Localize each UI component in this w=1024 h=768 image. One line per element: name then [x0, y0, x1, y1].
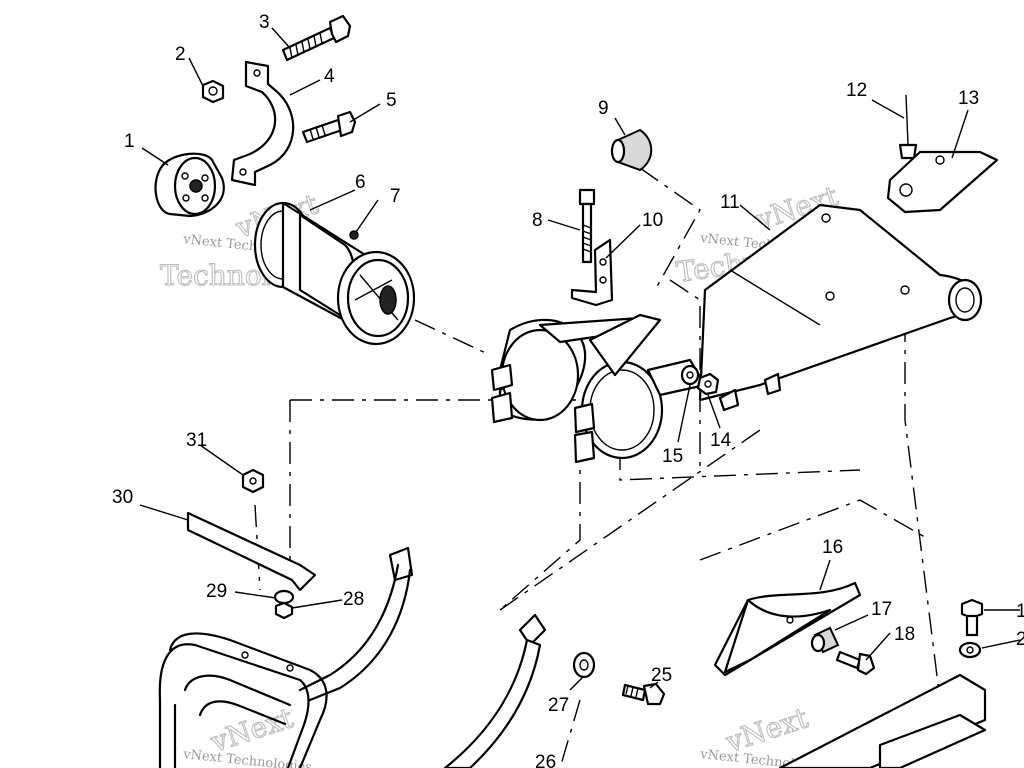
part-27-washer [572, 651, 596, 679]
callout-30: 30 [112, 487, 133, 508]
part-31-nut [241, 468, 265, 494]
part-7-grease-fitting [349, 230, 359, 240]
part-29-washer [273, 589, 295, 605]
clamp-ring-right [573, 313, 707, 464]
callout-16: 16 [822, 537, 843, 558]
part-13-plate [886, 150, 999, 214]
part-right-bolt [960, 598, 984, 637]
callout-4: 4 [324, 66, 335, 87]
part-15-washer [680, 364, 700, 386]
callout-13: 13 [958, 88, 979, 109]
callout-10: 10 [642, 210, 663, 231]
callout-1-right-edge: 1 [1016, 601, 1024, 622]
callout-29: 29 [206, 581, 227, 602]
callout-7: 7 [390, 186, 401, 207]
part-2-nut [201, 79, 225, 104]
callout-28: 28 [343, 589, 364, 610]
part-11-main-frame [698, 203, 983, 412]
callout-17: 17 [871, 599, 892, 620]
callout-14: 14 [710, 430, 732, 451]
callout-6: 6 [355, 172, 366, 193]
part-1-roller [154, 152, 225, 218]
part-26-bar-bracket [443, 613, 547, 768]
callout-15: 15 [662, 446, 683, 467]
part-3-bolt [281, 14, 352, 62]
part-10-bracket [570, 238, 614, 307]
part-28-nut [274, 601, 294, 620]
callout-26: 26 [535, 752, 556, 768]
clamp-ring-left [490, 316, 644, 424]
part-14-nut [696, 372, 720, 396]
part-4-strap-clamp [230, 60, 295, 187]
callout-8: 8 [532, 210, 543, 231]
callout-3: 3 [259, 12, 270, 33]
part-25-bolt [621, 682, 666, 706]
part-rail-bottom-right [778, 673, 987, 768]
callout-25: 25 [651, 665, 672, 686]
callout-9: 9 [598, 98, 609, 119]
bottom-bumper-frame [158, 546, 414, 768]
callout-5: 5 [386, 90, 397, 111]
part-6-drum-tube [253, 201, 416, 346]
callout-1: 1 [124, 131, 135, 152]
callout-18: 18 [894, 624, 915, 645]
leader-lines [139, 27, 1021, 691]
part-right-washer [958, 641, 982, 659]
callout-27: 27 [548, 695, 569, 716]
part-30-strip [186, 511, 317, 592]
callout-2-right-edge: 2 [1016, 629, 1024, 650]
callout-2: 2 [175, 44, 186, 65]
callout-11: 11 [720, 192, 740, 213]
part-5-bolt [301, 110, 357, 144]
callout-31: 31 [186, 430, 207, 451]
part-18-bolt [835, 650, 876, 676]
callout-labels: 1 2 3 4 5 6 7 8 9 10 11 12 13 14 15 16 1… [112, 12, 1024, 768]
part-8-bolt [578, 188, 596, 264]
part-12-pin [898, 94, 918, 160]
callout-12: 12 [846, 80, 867, 101]
part-16-bracket-plate [713, 581, 862, 677]
part-17-spacer [810, 626, 840, 654]
part-9-bushing [610, 128, 653, 172]
